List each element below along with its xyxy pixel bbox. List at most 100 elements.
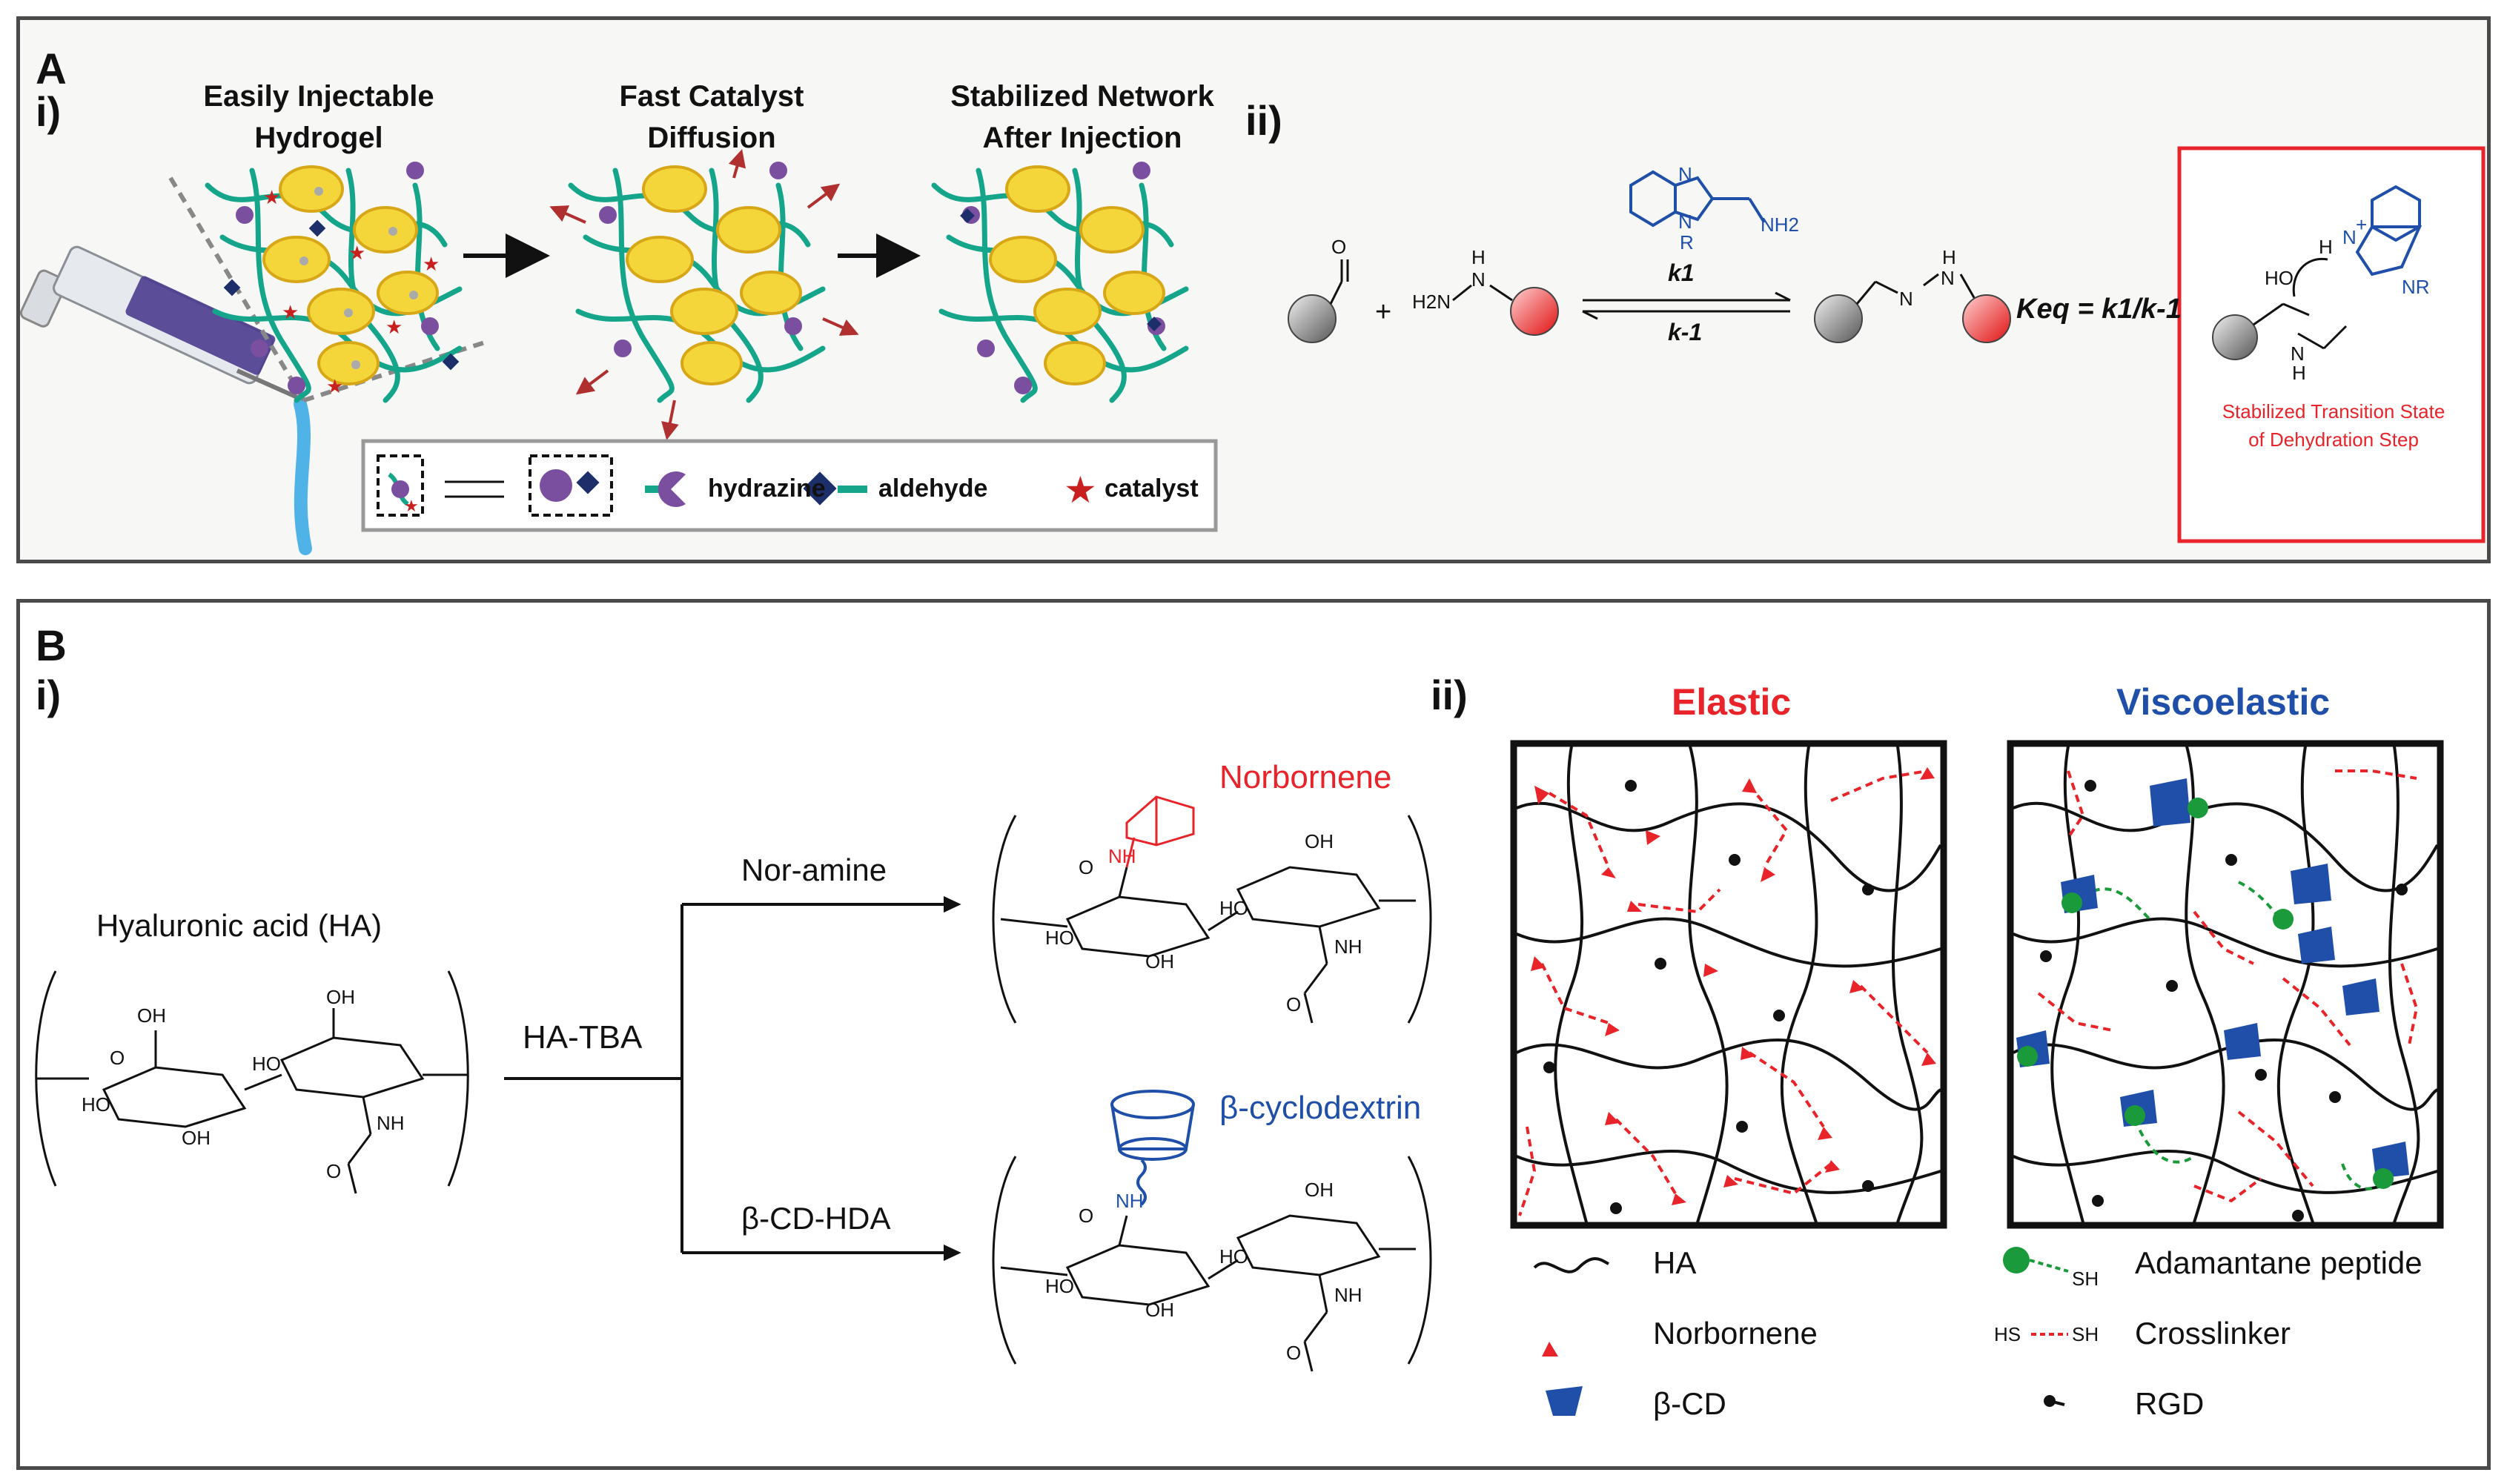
norbornene-product [992, 815, 1432, 1024]
cyclodextrin-ring [1110, 1090, 1195, 1206]
cd-nh-amide: NH [1334, 1284, 1362, 1306]
product-n1-label: N [1899, 288, 1913, 310]
ha-oh-top: OH [326, 986, 355, 1008]
svg-text:★: ★ [1064, 469, 1097, 511]
cd-nh-label: NH [1116, 1190, 1144, 1212]
ha-oh-carboxyl: OH [137, 1004, 166, 1027]
hydrazone-product [1814, 273, 2011, 343]
hydrogel-cluster-3 [931, 162, 1189, 403]
stage-diffusion-heading: Fast Catalyst Diffusion [619, 80, 804, 154]
ha-ho-label: HO [82, 1093, 110, 1116]
svg-text:★: ★ [423, 253, 440, 275]
ha-nh-label: NH [377, 1112, 405, 1134]
aldehyde-reactant [1288, 259, 1349, 343]
legend-ha: HA [1653, 1245, 1697, 1280]
cyclodextrin-product [992, 1156, 1432, 1372]
legend-rgd: RGD [2135, 1386, 2205, 1421]
nor-o-label: O [1079, 856, 1094, 878]
transition-state-box [2177, 146, 2486, 543]
norbornene-group [1125, 795, 1195, 868]
hydrogel-cluster-2 [549, 149, 859, 440]
ts-ho-label: HO [2265, 267, 2294, 289]
legend-bcd: β-CD [1653, 1386, 1726, 1421]
hydrazine-n-label: N [1471, 268, 1486, 291]
nor-nh-amide: NH [1334, 935, 1362, 958]
catalyst-n-label: N [1678, 163, 1692, 185]
ts-nr-label: NR [2402, 276, 2430, 298]
panel-b-ii-label: ii) [1431, 672, 1468, 718]
nor-o-acetyl: O [1286, 993, 1302, 1016]
panel-b-label: B [36, 622, 67, 670]
elastic-heading: Elastic [1672, 681, 1792, 723]
ts-plus-sign: + [2356, 213, 2368, 236]
nor-ho-right: HO [1219, 897, 1248, 919]
hydrazine-h2n-label: H2N [1412, 291, 1451, 313]
ts-h-plus-label: H [2319, 236, 2333, 258]
legend-adamantane-sh: SH [2072, 1268, 2099, 1290]
ha-disaccharide [35, 970, 469, 1194]
reaction-plus: + [1375, 297, 1392, 328]
nor-ho-label: HO [1045, 927, 1074, 949]
ts-caption-line2: of Dehydration Step [2248, 428, 2419, 451]
svg-text:★: ★ [348, 242, 365, 264]
ts-nplus-label: N [2342, 226, 2357, 248]
product-n2-label: N [1941, 267, 1955, 289]
legend-catalyst: catalyst [1105, 474, 1199, 503]
elastic-network [1510, 740, 1947, 1229]
branch-nor-amine: Nor-amine [741, 852, 887, 887]
viscoelastic-heading: Viscoelastic [2116, 681, 2331, 723]
legend-crosslinker: Crosslinker [2135, 1316, 2291, 1351]
svg-text:★: ★ [404, 497, 419, 515]
legend-norbornene: Norbornene [1653, 1316, 1818, 1351]
k1-label: k1 [1668, 259, 1695, 286]
svg-text:★: ★ [263, 186, 280, 208]
nor-nh-label: NH [1108, 845, 1136, 867]
k-minus1-label: k-1 [1668, 319, 1703, 345]
panel-b-i-label: i) [36, 672, 62, 718]
hydrogel-cluster-1: ★ ★ ★ ★ ★ ★ [205, 162, 463, 403]
branch-arrows [504, 895, 961, 1262]
panel-a-ii-label: ii) [1245, 97, 1282, 144]
catalyst-nr-label: N [1678, 211, 1692, 233]
cd-o-label: O [1079, 1205, 1094, 1227]
stage-injectable-heading: Easily Injectable Hydrogel [203, 80, 434, 154]
panel-a-legend: ★ ★ [361, 439, 1218, 532]
legend-adamantane: Adamantane peptide [2135, 1245, 2422, 1280]
catalyst-r-label: R [1680, 231, 1694, 254]
cd-oh-label: OH [1145, 1299, 1174, 1321]
catalyst-nh2-label: NH2 [1761, 213, 1800, 236]
hydrazine-h-label: H [1471, 246, 1486, 268]
svg-text:★: ★ [282, 301, 299, 323]
legend-aldehyde: aldehyde [878, 474, 988, 503]
reagent-ha-tba: HA-TBA [523, 1019, 643, 1056]
panel-a-label: A [36, 45, 67, 93]
cd-oh-top: OH [1305, 1179, 1334, 1201]
network-legend-glyphs [1533, 1247, 2069, 1416]
panel-a-i-label: i) [36, 88, 62, 135]
svg-text:★: ★ [385, 316, 403, 338]
cd-ho-label: HO [1045, 1275, 1074, 1297]
syringe-icon [19, 245, 312, 555]
nor-oh-label: OH [1145, 950, 1174, 973]
svg-text:★: ★ [326, 375, 343, 397]
branch-bcd-hda: β-CD-HDA [741, 1201, 891, 1236]
viscoelastic-network [2007, 740, 2444, 1229]
aldehyde-o-label: O [1331, 236, 1347, 258]
legend-hydrazine: hydrazine [708, 474, 826, 503]
product-h-label: H [1942, 246, 1956, 268]
stage-stabilized-heading: Stabilized Network After Injection [950, 80, 1214, 154]
ha-o-carbonyl: O [110, 1047, 125, 1069]
legend-crosslinker-sh: SH [2072, 1323, 2099, 1345]
cyclodextrin-label: β-cyclodextrin [1219, 1090, 1422, 1126]
ha-oh-lower: OH [182, 1127, 211, 1149]
ts-nh-n-label: N [2291, 342, 2305, 365]
norbornene-label: Norbornene [1219, 759, 1392, 795]
legend-crosslinker-hs: HS [1994, 1323, 2021, 1345]
cd-ho-right: HO [1219, 1245, 1248, 1268]
catalyst-structure [1629, 170, 1766, 228]
keq-expression: Keq = k1/k-1 [2016, 294, 2182, 325]
ha-title: Hyaluronic acid (HA) [96, 908, 382, 943]
